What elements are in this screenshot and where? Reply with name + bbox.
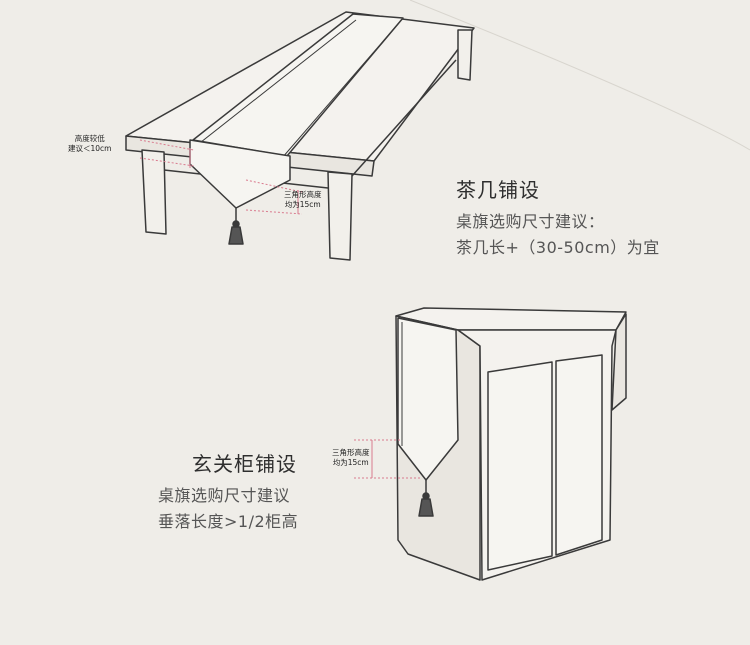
background-curve	[409, 0, 750, 151]
entry-cabinet-advice-label: 桌旗选购尺寸建议	[158, 486, 291, 505]
coffee-table-dimension-markers	[139, 139, 303, 215]
cabinet-back-panel	[611, 313, 627, 411]
coffee-table-leg-back-right	[457, 29, 473, 81]
entry-cabinet-title: 玄关柜铺设	[192, 452, 297, 476]
coffee-table-advice-value: 茶几长+（30-50cm）为宜	[456, 238, 660, 257]
coffee-table-tassel	[228, 226, 244, 245]
coffee-table-advice-label: 桌旗选购尺寸建议：	[456, 212, 605, 231]
cabinet-runner	[397, 317, 459, 481]
cabinet-tassel	[418, 498, 434, 517]
coffee-table-height-note-line2: 建议＜10cm	[68, 144, 112, 153]
coffee-table-triangle-note-line2: 均为15cm	[284, 200, 321, 209]
coffee-table-height-note-line1: 高度较低	[74, 134, 105, 143]
cabinet-tassel-bead	[422, 492, 430, 500]
coffee-table-triangle-note-line1: 三角形高度	[284, 190, 322, 199]
coffee-table-drawing	[125, 11, 475, 261]
cabinet-triangle-note: 三角形高度 均为15cm	[332, 448, 370, 468]
coffee-table-triangle-note: 三角形高度 均为15cm	[284, 190, 322, 210]
cabinet-dimension-markers	[354, 439, 420, 479]
coffee-table-apron-back	[351, 59, 457, 177]
coffee-table-leg-front-left	[141, 149, 167, 235]
cabinet-triangle-note-line2: 均为15cm	[332, 458, 369, 467]
coffee-table-leg-front-right	[327, 171, 353, 261]
coffee-table-title: 茶几铺设	[456, 178, 540, 202]
cabinet-door-left	[487, 361, 553, 571]
cabinet-triangle-note-line1: 三角形高度	[332, 448, 370, 457]
entry-cabinet-drawing	[395, 307, 627, 581]
coffee-table-height-note: 高度较低 建议＜10cm	[68, 134, 111, 154]
coffee-table-runner-center-line	[195, 19, 357, 147]
coffee-table-runner-center-line-2	[281, 23, 399, 159]
cabinet-door-right	[555, 354, 603, 556]
entry-cabinet-advice-value: 垂落长度>1/2柜高	[158, 512, 299, 531]
coffee-table-tassel-bead	[232, 220, 240, 228]
